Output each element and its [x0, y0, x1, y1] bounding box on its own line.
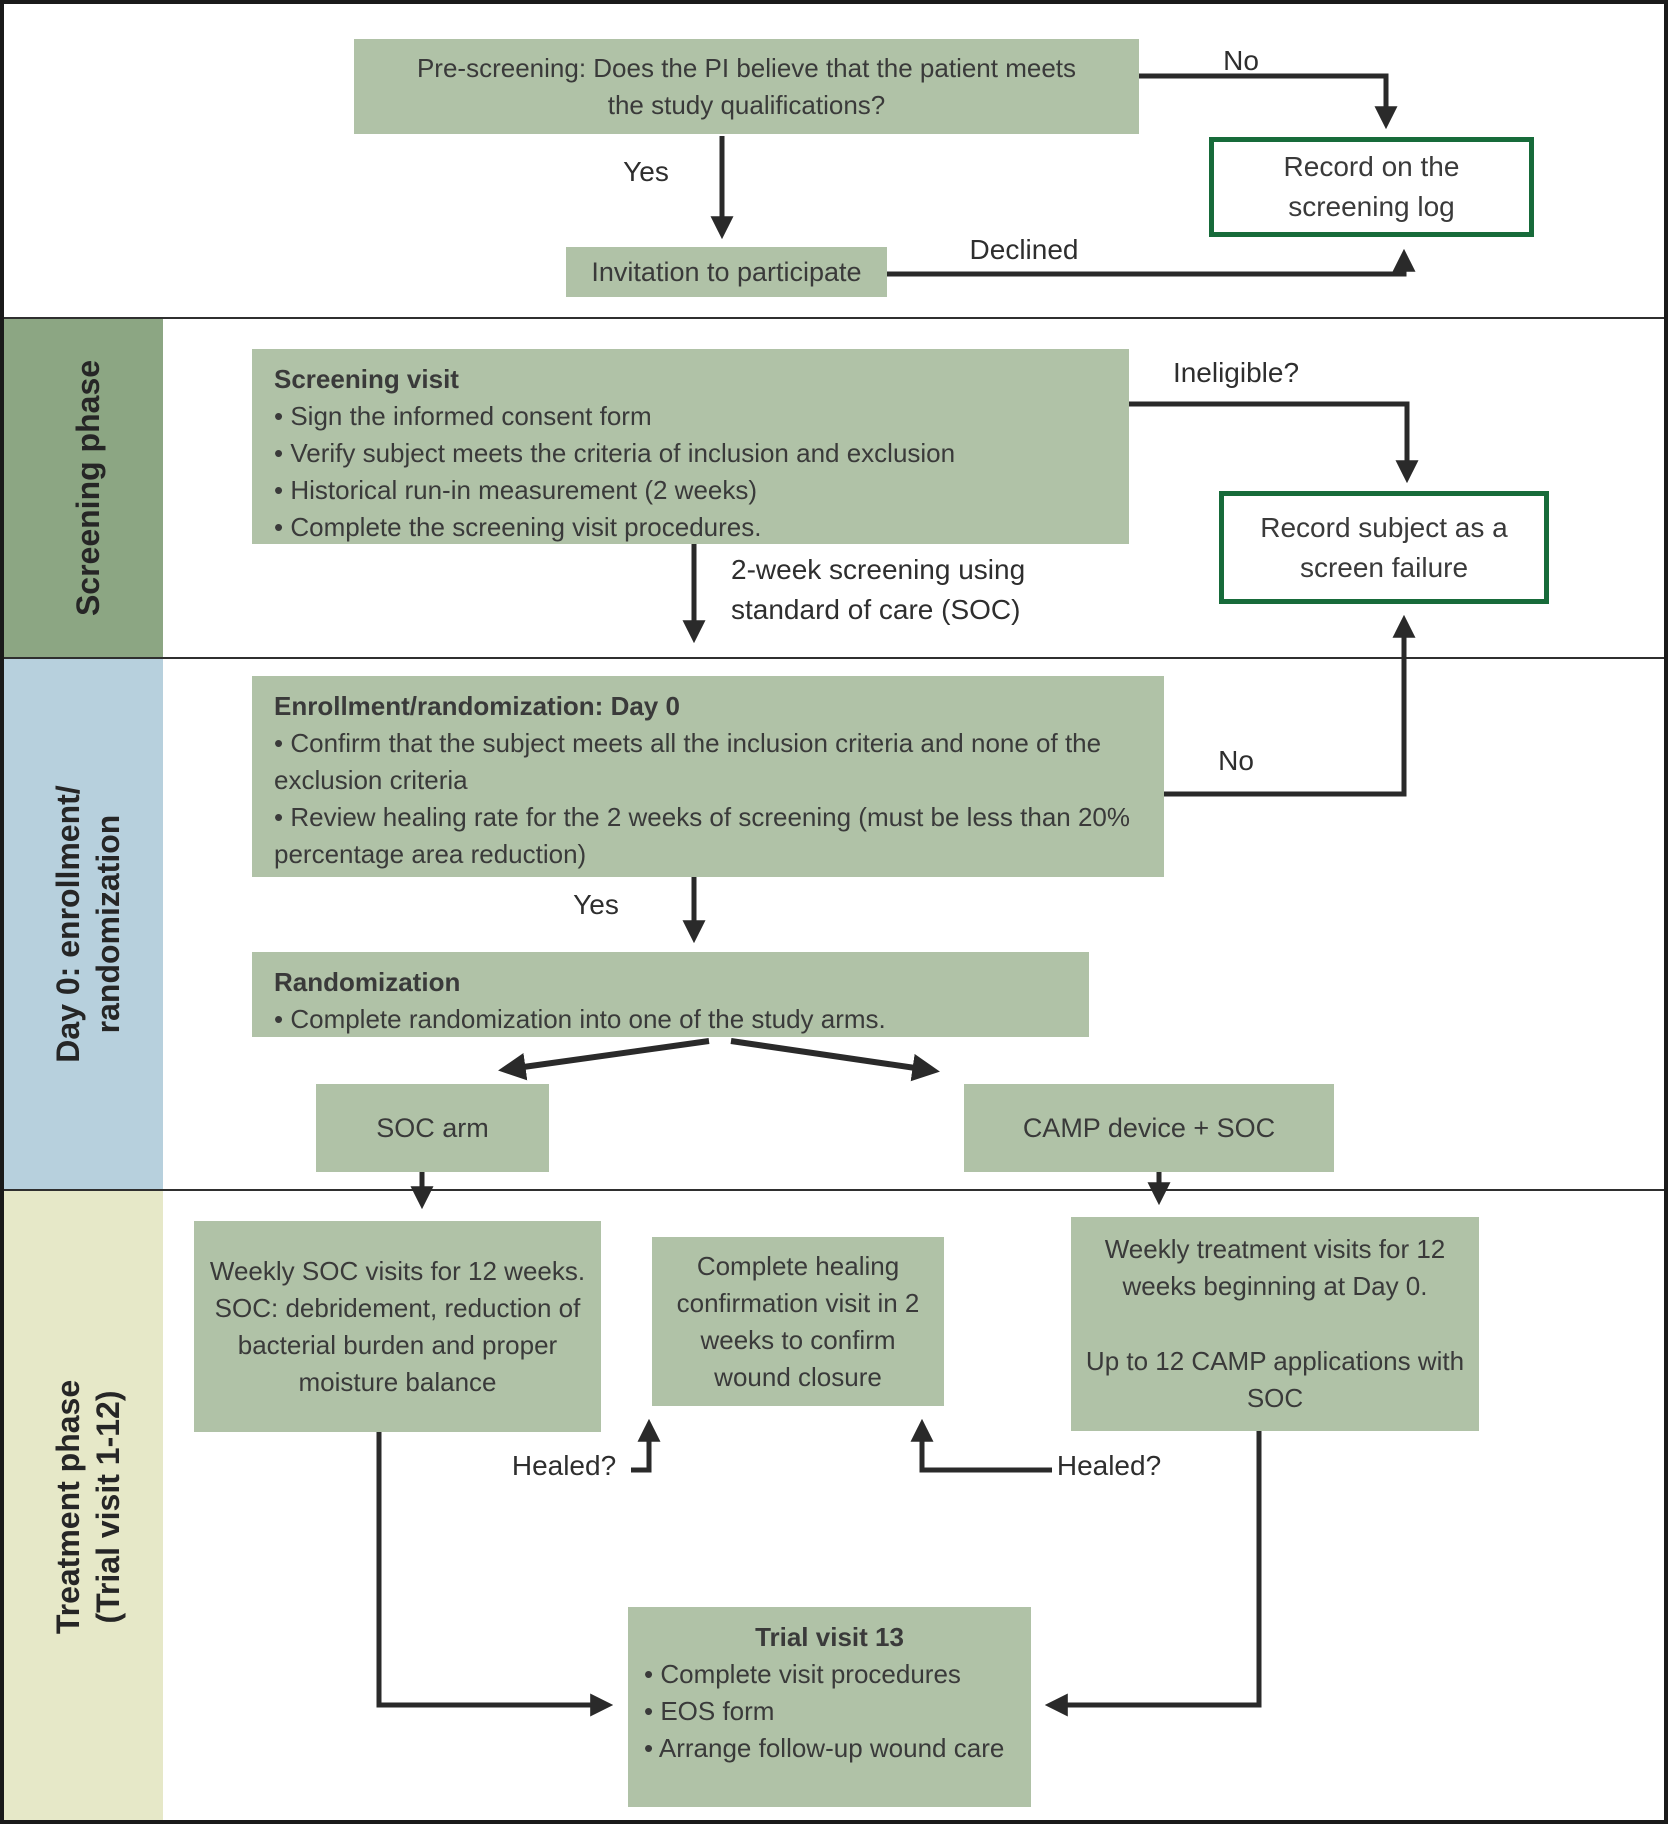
arrow-ineligible-to-screen-failure	[1129, 401, 1419, 484]
divider-prescreening-screening	[4, 317, 1664, 319]
node-trial-visit-13: Trial visit 13 • Complete visit procedur…	[628, 1607, 1031, 1807]
trial-visit-13-title: Trial visit 13	[755, 1622, 904, 1652]
node-weekly-soc-visits: Weekly SOC visits for 12 weeks.SOC: debr…	[194, 1221, 601, 1432]
sidebar-label-screening: Screening phase	[70, 359, 106, 617]
sidebar-label-treatment: Treatment phase(Trial visit 1-12)	[50, 1379, 126, 1635]
screening-visit-bullets: • Sign the informed consent form• Verify…	[274, 401, 956, 542]
arrow-randomization-to-soc-arm	[498, 1038, 710, 1081]
screening-visit-title: Screening visit	[274, 364, 459, 394]
edge-label-healed-left: Healed?	[511, 1450, 617, 1481]
edge-label-healed-right: Healed?	[1056, 1450, 1162, 1481]
enrollment-bullets: • Confirm that the subject meets all the…	[274, 728, 1130, 869]
node-randomization: Randomization • Complete randomization i…	[252, 952, 1089, 1037]
sidebar-label-enrollment: Day 0: enrollment/randomization	[50, 785, 126, 1063]
healing-confirmation-text: Complete healing confirmation visit in 2…	[676, 1250, 920, 1392]
enrollment-title: Enrollment/randomization: Day 0	[274, 691, 680, 721]
arrow-healed-left-to-confirmation	[631, 1418, 661, 1473]
sidebar-enrollment-phase	[4, 659, 163, 1189]
edge-label-yes-prescreen: Yes	[623, 156, 669, 187]
edge-label-declined: Declined	[969, 234, 1079, 265]
weekly-soc-visits-text: Weekly SOC visits for 12 weeks.SOC: debr…	[209, 1255, 586, 1397]
soc-arm-text: SOC arm	[376, 1112, 489, 1143]
edge-label-no-enrollment: No	[1218, 745, 1254, 776]
node-soc-arm: SOC arm	[316, 1084, 549, 1172]
invitation-text: Invitation to participate	[591, 256, 862, 287]
randomization-title: Randomization	[274, 967, 461, 997]
edge-label-ineligible: Ineligible?	[1172, 357, 1300, 388]
arrow-declined-to-screening-log	[887, 248, 1416, 277]
trial-visit-13-bullets: • Complete visit procedures• EOS form• A…	[644, 1659, 1005, 1763]
node-enrollment-randomization: Enrollment/randomization: Day 0 • Confir…	[252, 676, 1164, 877]
node-screening-visit: Screening visit • Sign the informed cons…	[252, 349, 1129, 544]
prescreening-question-text: Pre-screening: Does the PI believe that …	[416, 52, 1077, 120]
randomization-bullets: • Complete randomization into one of the…	[274, 1004, 886, 1034]
sidebar-treatment-phase	[4, 1191, 163, 1820]
divider-enrollment-treatment	[4, 1189, 1664, 1191]
node-weekly-treatment-visits: Weekly treatment visits for 12 weeks beg…	[1071, 1217, 1479, 1431]
arrow-prescreen-no-to-screening-log	[1139, 73, 1398, 130]
arrow-healed-right-to-confirmation	[910, 1418, 1052, 1473]
edge-label-no-prescreen: No	[1223, 45, 1259, 76]
arrow-randomization-to-camp-arm	[730, 1038, 940, 1082]
weekly-treatment-visits-text: Weekly treatment visits for 12 weeks beg…	[1085, 1234, 1465, 1413]
node-invitation-to-participate: Invitation to participate	[566, 247, 887, 297]
sidebar-screening-phase	[4, 319, 163, 657]
node-prescreening-question: Pre-screening: Does the PI believe that …	[354, 39, 1139, 134]
node-camp-arm: CAMP device + SOC	[964, 1084, 1334, 1172]
node-healing-confirmation: Complete healing confirmation visit in 2…	[652, 1237, 944, 1406]
arrow-enrollment-no-to-screen-failure	[1164, 614, 1416, 797]
edge-label-yes-enrollment: Yes	[573, 889, 619, 920]
divider-screening-enrollment	[4, 657, 1664, 659]
camp-arm-text: CAMP device + SOC	[1022, 1112, 1276, 1143]
